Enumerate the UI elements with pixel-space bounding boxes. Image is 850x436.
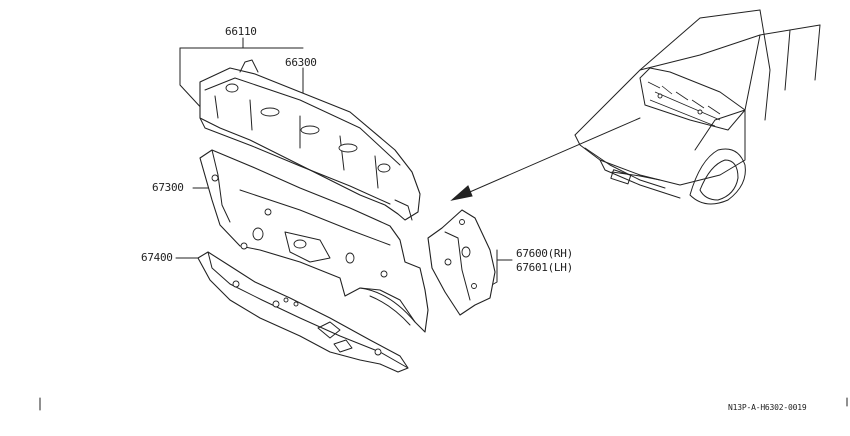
label-67400: 67400	[141, 251, 173, 264]
side-dash-panel	[427, 209, 496, 316]
dash-lower-panel	[197, 251, 409, 373]
pointer-arrow	[450, 117, 641, 201]
label-66110: 66110	[225, 25, 257, 38]
drawing-code: N13P-A-H6302-0019	[728, 403, 807, 412]
leader-lines	[175, 37, 513, 287]
label-67601-lh: 67601(LH)	[516, 261, 573, 274]
label-67300: 67300	[152, 181, 184, 194]
cowl-top-panel	[199, 59, 421, 221]
car-locator-sketch	[574, 9, 821, 205]
label-67600-rh: 67600(RH)	[516, 247, 573, 260]
dash-upper-panel	[199, 149, 429, 333]
label-66300: 66300	[285, 56, 317, 69]
